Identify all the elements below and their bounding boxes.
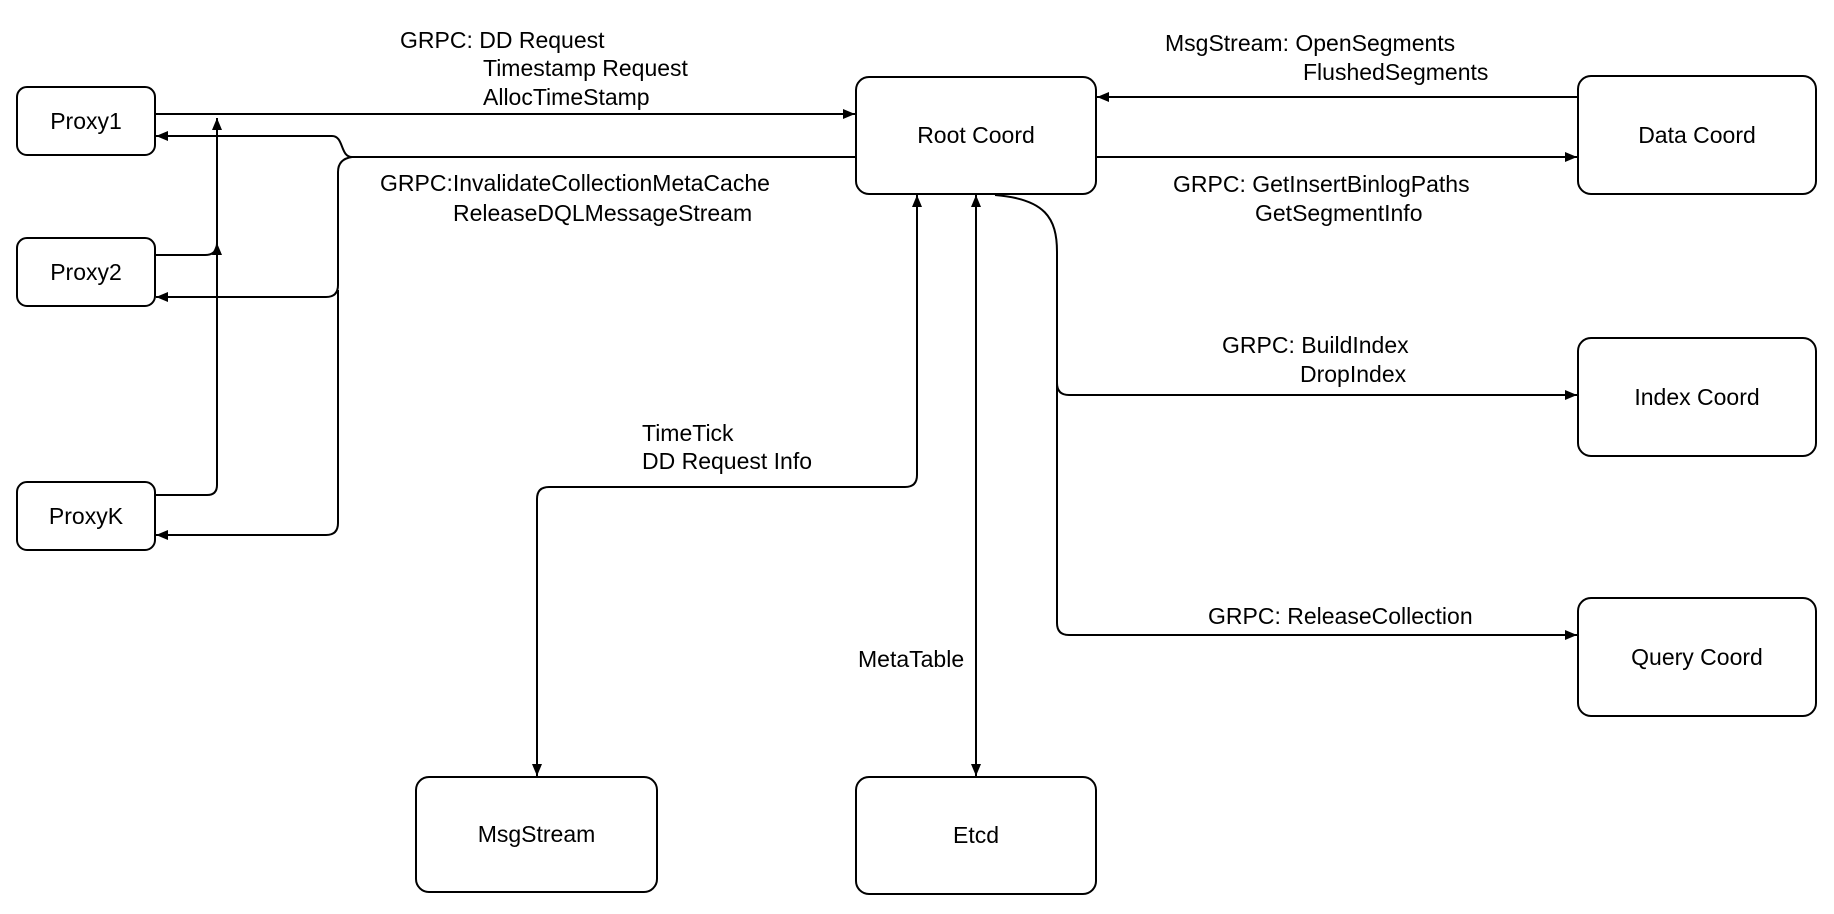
edge-label-root-to-data-line2: GetSegmentInfo: [1255, 200, 1423, 226]
node-root-coord: Root Coord: [855, 76, 1097, 195]
node-data-coord: Data Coord: [1577, 75, 1817, 195]
node-proxy1-label: Proxy1: [50, 107, 122, 134]
node-proxyk: ProxyK: [16, 481, 156, 551]
edge-proxyk-merge-up: [156, 118, 222, 496]
edge-label-root-to-proxies-line1: GRPC:InvalidateCollectionMetaCache: [380, 170, 770, 196]
edge-label-root-to-proxies-line2: ReleaseDQLMessageStream: [453, 200, 753, 226]
node-etcd-label: Etcd: [952, 822, 1000, 848]
node-proxy1: Proxy1: [16, 86, 156, 156]
node-etcd: Etcd: [855, 776, 1097, 895]
edge-label-root-to-data-line1: GRPC: GetInsertBinlogPaths: [1173, 171, 1470, 197]
edge-label-proxies-to-root-line2: Timestamp Request: [483, 55, 688, 81]
edge-label-proxies-to-root-line3: AllocTimeStamp: [483, 84, 650, 110]
node-index-coord: Index Coord: [1577, 337, 1817, 457]
node-query-coord: Query Coord: [1577, 597, 1817, 717]
edge-label-root-to-etcd-line1: MetaTable: [858, 646, 965, 672]
edge-rootcoord-to-proxy2: [156, 156, 353, 302]
edge-label-proxies-to-root-line1: GRPC: DD Request: [400, 27, 605, 53]
edge-label-root-to-index-line2: DropIndex: [1300, 361, 1407, 387]
edge-label-data-to-root-line1: MsgStream: OpenSegments: [1165, 30, 1456, 56]
node-msgstream: MsgStream: [415, 776, 658, 893]
node-msgstream-label: MsgStream: [477, 821, 596, 847]
edge-label-root-to-index-line1: GRPC: BuildIndex: [1222, 332, 1409, 358]
edge-label-root-to-msgstream-line1: TimeTick: [642, 420, 734, 446]
edge-proxy2-merge-stub: [156, 242, 222, 256]
edge-rootcoord-to-indexcoord: [994, 194, 1577, 400]
edge-label-data-to-root-line2: FlushedSegments: [1303, 59, 1489, 85]
edge-label-root-to-query-line1: GRPC: ReleaseCollection: [1208, 603, 1473, 629]
node-index-coord-label: Index Coord: [1634, 383, 1760, 410]
node-data-coord-label: Data Coord: [1638, 121, 1756, 148]
edge-rootcoord-to-querycoord: [1056, 300, 1577, 640]
edge-rootcoord-msgstream: [532, 195, 922, 776]
edge-label-root-to-msgstream-line2: DD Request Info: [642, 448, 813, 474]
node-proxy2-label: Proxy2: [50, 258, 122, 285]
node-proxy2: Proxy2: [16, 237, 156, 307]
edge-rootcoord-to-proxy1: [156, 131, 855, 158]
node-query-coord-label: Query Coord: [1631, 643, 1763, 670]
edge-rootcoord-to-proxyk: [156, 290, 339, 540]
node-proxyk-label: ProxyK: [48, 502, 124, 529]
node-root-coord-label: Root Coord: [917, 122, 1035, 148]
